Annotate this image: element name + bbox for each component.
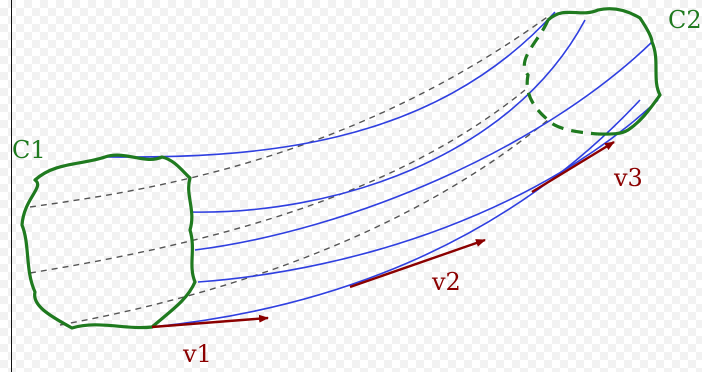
label-v2: v2 (431, 268, 461, 296)
flow-line-top (104, 11, 556, 158)
flow-line (197, 99, 659, 283)
flow-line-bottom (151, 99, 641, 328)
label-c2: C2 (668, 6, 702, 34)
left-border-line (11, 0, 12, 372)
curve-c2-front (546, 7, 662, 136)
curve-c1 (20, 153, 197, 330)
label-c1: C1 (12, 136, 46, 164)
flow-line (194, 41, 653, 251)
vector-v1 (151, 314, 269, 329)
vector-v2 (349, 238, 486, 289)
flow-lines (104, 11, 659, 328)
hidden-flow-line (29, 89, 526, 274)
velocity-vectors (151, 140, 615, 329)
vector-v3 (531, 140, 615, 194)
flow-line (189, 19, 586, 213)
hidden-flow-line (59, 119, 549, 326)
hidden-flow-line (29, 14, 551, 208)
label-v3: v3 (613, 164, 643, 192)
hidden-flow-lines (29, 14, 551, 326)
curve-c2-back (522, 19, 599, 136)
label-v1: v1 (182, 340, 212, 368)
